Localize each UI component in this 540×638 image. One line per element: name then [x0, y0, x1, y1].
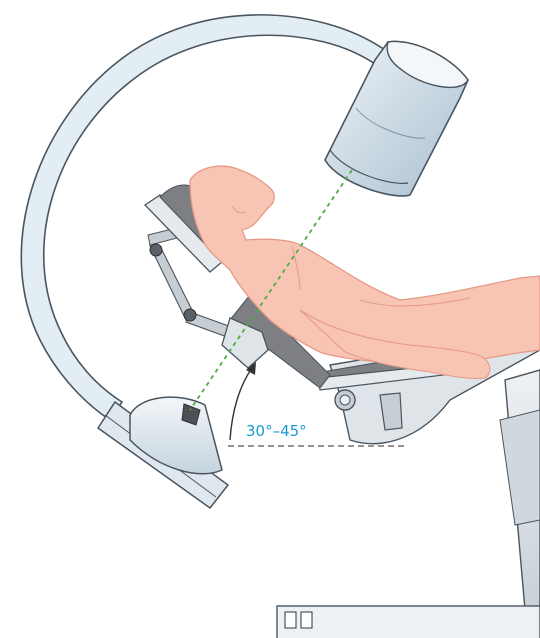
holder-joint-lower [184, 309, 196, 321]
x-ray-source [98, 397, 228, 508]
console-button-1[interactable] [285, 612, 296, 628]
angle-label: 30°–45° [246, 422, 307, 440]
flat-panel-detector [325, 41, 468, 196]
console-button-2[interactable] [301, 612, 312, 628]
control-console [277, 606, 540, 638]
holder-joint-upper [150, 244, 162, 256]
